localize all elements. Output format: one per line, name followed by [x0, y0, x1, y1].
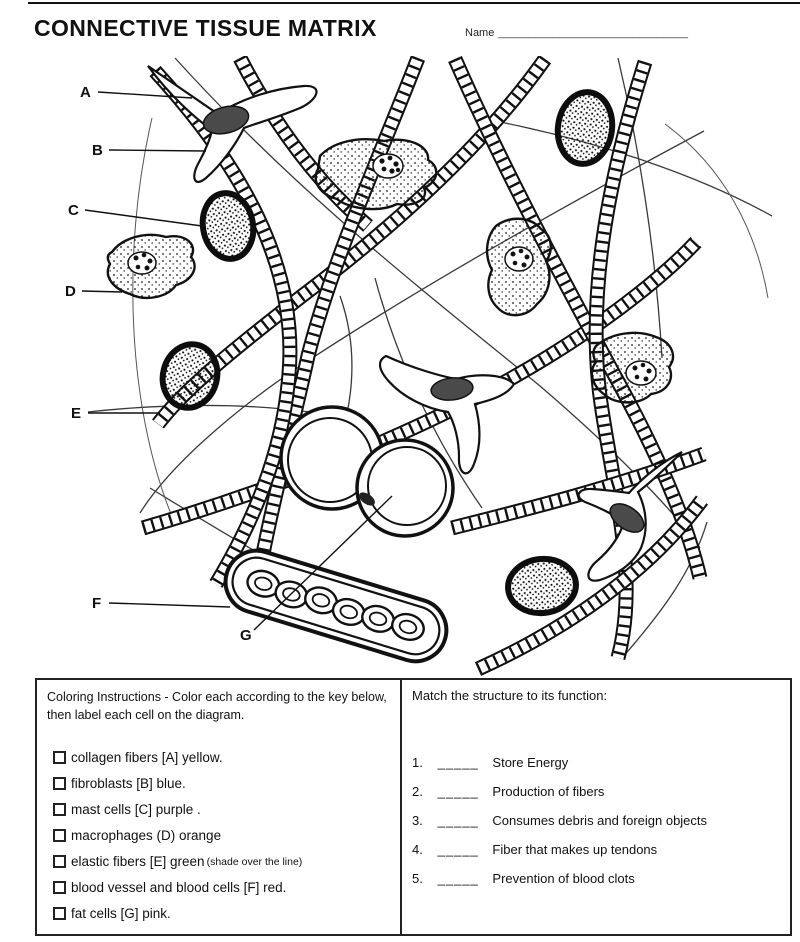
macrophage-cell [485, 217, 552, 317]
diagram-label-d: D [65, 283, 76, 300]
mast-cell [159, 341, 221, 411]
matching-item-2: 2. _____ Production of fibers [412, 784, 780, 799]
coloring-item-fibroblasts: fibroblasts [B] blue. [53, 776, 390, 791]
coloring-key-list: collagen fibers [A] yellow. fibroblasts … [53, 750, 390, 921]
label-line-a [97, 91, 193, 99]
matching-item-label: Production of fibers [492, 784, 605, 799]
mast-cell [505, 555, 579, 617]
elastic-fiber [499, 121, 773, 217]
fat-cell [355, 438, 455, 538]
fibroblast-nucleus [430, 377, 474, 401]
matching-answer-blank[interactable]: _____ [437, 784, 479, 799]
matching-item-number: 1. [412, 755, 423, 770]
label-line-f [108, 602, 231, 608]
matching-section: Match the structure to its function: 1. … [402, 680, 790, 934]
coloring-item-collagen: collagen fibers [A] yellow. [53, 750, 390, 765]
matching-item-number: 4. [412, 842, 423, 857]
coloring-item-macrophages: macrophages (D) orange [53, 828, 390, 843]
matching-item-number: 5. [412, 871, 423, 886]
ground-substance-line [132, 117, 177, 527]
matching-item-5: 5. _____ Prevention of blood clots [412, 871, 780, 886]
macrophage-cell [106, 233, 196, 300]
matching-answer-blank[interactable]: _____ [437, 842, 479, 857]
checkbox[interactable] [53, 803, 66, 817]
elastic-fiber [617, 57, 663, 359]
fibroblast-cell [577, 451, 683, 582]
name-label: Name [465, 27, 495, 39]
coloring-item-label: fat cells [G] pink. [71, 906, 171, 922]
coloring-item-label: mast cells [C] purple . [71, 802, 201, 818]
matching-item-label: Store Energy [492, 755, 569, 770]
matching-heading: Match the structure to its function: [412, 688, 608, 703]
top-border-line [28, 2, 800, 4]
matching-item-number: 3. [412, 813, 423, 828]
elastic-fiber [139, 130, 705, 514]
coloring-item-elastic-fibers: elastic fibers [E] green (shade over the… [53, 854, 390, 869]
coloring-item-fat-cells: fat cells [G] pink. [53, 906, 390, 921]
matching-item-label: Fiber that makes up tendons [492, 842, 658, 857]
checkbox[interactable] [53, 855, 66, 869]
checkbox[interactable] [53, 907, 66, 921]
diagram-label-e: E [71, 405, 81, 422]
matching-item-3: 3. _____ Consumes debris and foreign obj… [412, 813, 780, 828]
coloring-item-label: blood vessel and blood cells [F] red. [71, 880, 287, 896]
fibroblast-cell [147, 65, 318, 183]
checkbox[interactable] [53, 829, 66, 843]
mast-cell [554, 89, 616, 167]
coloring-item-note: (shade over the line) [206, 855, 303, 868]
diagram-label-f: F [92, 595, 101, 612]
checkbox[interactable] [53, 881, 66, 895]
instructions-table: Coloring Instructions - Color each accor… [35, 678, 792, 936]
coloring-item-label: fibroblasts [B] blue. [71, 776, 186, 792]
coloring-item-mast-cells: mast cells [C] purple . [53, 802, 390, 817]
blood-vessel [223, 548, 449, 664]
matching-answer-blank[interactable]: _____ [437, 813, 479, 828]
matching-item-label: Consumes debris and foreign objects [492, 813, 708, 828]
label-line-c [84, 209, 203, 227]
page-title: CONNECTIVE TISSUE MATRIX [34, 15, 377, 41]
tissue-diagram: A B C D E F G [0, 56, 800, 676]
fibroblast-nucleus [202, 105, 250, 135]
diagram-label-g: G [240, 627, 252, 644]
coloring-item-label: elastic fibers [E] green [71, 854, 205, 870]
label-line-b [108, 149, 207, 152]
coloring-section: Coloring Instructions - Color each accor… [37, 680, 402, 934]
diagram-label-b: B [92, 142, 103, 159]
label-line-g [253, 495, 393, 631]
matching-item-1: 1. _____ Store Energy [412, 755, 780, 770]
elastic-fiber [621, 521, 708, 659]
diagram-label-a: A [80, 84, 91, 101]
fibroblast-cell [378, 354, 516, 475]
checkbox[interactable] [53, 751, 66, 765]
red-blood-cells [246, 569, 425, 641]
ground-substance-line [664, 123, 769, 299]
macrophage-cell [314, 138, 438, 211]
matching-answer-blank[interactable]: _____ [437, 755, 479, 770]
coloring-item-label: collagen fibers [A] yellow. [71, 750, 223, 766]
fibroblast-nucleus [609, 503, 645, 533]
matching-list: 1. _____ Store Energy 2. _____ Productio… [412, 755, 780, 886]
coloring-item-blood-vessel: blood vessel and blood cells [F] red. [53, 880, 390, 895]
name-input-line[interactable]: _______________________________ [498, 27, 688, 39]
macrophage-cell [590, 331, 675, 404]
diagram-labels: A B C D E F G [65, 84, 393, 644]
matching-item-number: 2. [412, 784, 423, 799]
diagram-label-c: C [68, 202, 79, 219]
elastic-fiber [174, 57, 701, 549]
label-line-d [81, 290, 123, 293]
matching-answer-blank[interactable]: _____ [437, 871, 479, 886]
checkbox[interactable] [53, 777, 66, 791]
name-field-block: Name_______________________________ [465, 27, 688, 39]
coloring-item-label: macrophages (D) orange [71, 828, 222, 844]
matching-item-label: Prevention of blood clots [492, 871, 635, 886]
coloring-instructions: Coloring Instructions - Color each accor… [47, 690, 387, 723]
matching-item-4: 4. _____ Fiber that makes up tendons [412, 842, 780, 857]
mast-cell [199, 190, 257, 262]
